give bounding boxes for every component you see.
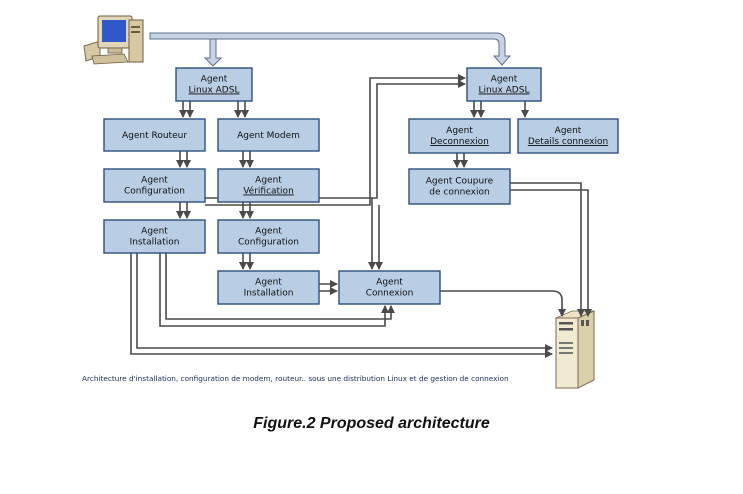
agent-node-label: Agent [376,278,403,288]
agent-node-label: Agent [446,126,473,136]
agent-node-label: Agent Routeur [122,131,187,141]
connector-arrow [165,253,395,320]
agent-node-label: Configuration [238,238,299,248]
agent-node-label: Agent [255,227,282,237]
desktop-computer-icon [83,15,144,65]
agent-node-label: Agent [141,176,168,186]
agent-node-label: Linux ADSL [479,86,530,96]
agent-node-box [217,168,320,203]
fat-arrows [149,32,512,67]
fat-arrow-to-linux-adsl-1 [203,38,223,67]
agent-node-label: Linux ADSL [189,86,240,96]
agent-node-label: Agent [141,227,168,237]
agent-node-box [338,270,441,305]
agent-node-box [217,219,320,254]
fat-arrow-to-linux-adsl-2 [149,32,512,66]
agent-node-box [217,118,320,152]
agent-node-label: Agent [255,278,282,288]
agent-node-label: Details connexion [528,137,608,147]
connector-arrow [510,182,585,317]
connector-arrow [136,253,553,352]
agent-node-box [408,168,511,205]
figure-title: Figure.2 Proposed architecture [253,415,490,432]
connector-arrows [130,74,592,358]
connector-arrow [440,290,566,317]
agent-node-label: Installation [244,289,294,299]
connector-arrow [159,253,389,327]
connector-arrow [130,253,553,358]
server-icon [555,310,595,389]
agent-node-label: Vérification [243,186,294,197]
agent-node-modem: Agent Modem [217,118,320,152]
connector-arrow [205,74,466,206]
diagram-caption: Architecture d'installation, configurati… [82,374,509,383]
agent-node-label: Configuration [124,187,185,197]
agent-node-box [103,168,206,203]
agent-node-box [175,67,253,102]
agent-node-box [466,67,542,102]
agent-node-box [408,118,511,154]
agent-node-box [217,270,320,305]
agent-node-box [517,118,619,154]
agent-node-label: de connexion [429,188,489,198]
agent-node-label: Installation [130,238,180,248]
agent-node-label: Deconnexion [430,137,489,147]
agent-node-label: Agent Modem [237,131,300,141]
agent-node-routeur: Agent Routeur [103,118,206,152]
agent-node-label: Agent [491,75,518,85]
agent-node-label: Agent [255,176,282,186]
agent-node-box [103,219,206,254]
agent-node-box [103,118,206,152]
connector-arrow [510,189,592,317]
agent-node-label: Agent Coupure [426,177,494,187]
agent-node-label: Agent [555,126,582,136]
agent-node-label: Agent [201,75,228,85]
agent-node-label: Connexion [366,289,414,299]
